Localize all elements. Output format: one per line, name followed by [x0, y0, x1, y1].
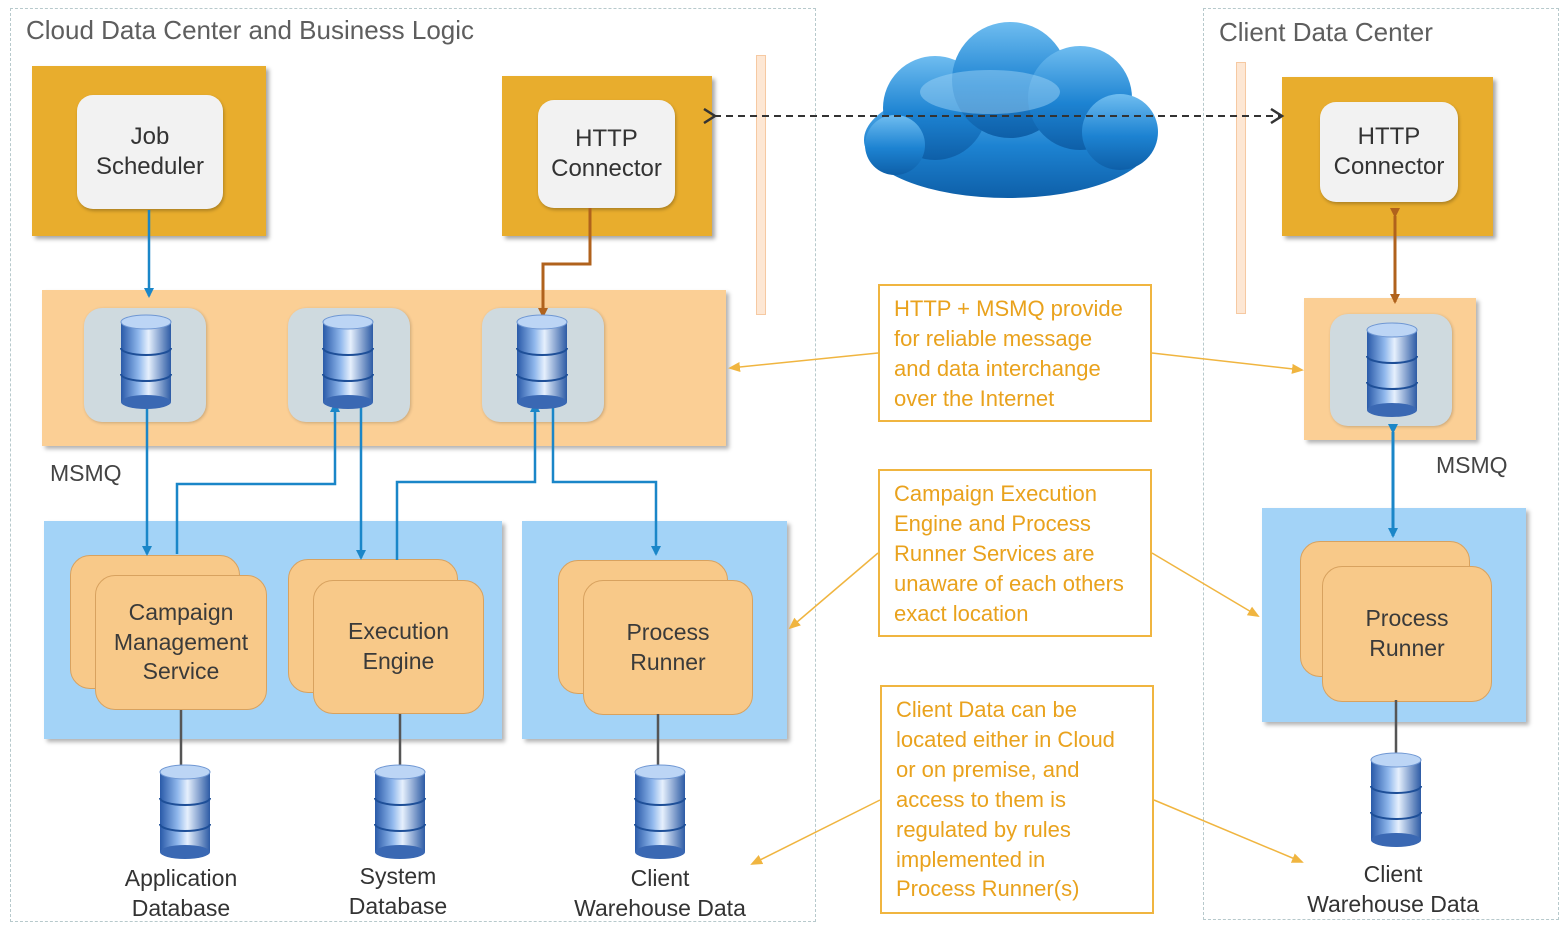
campaign-management-service: Campaign Management Service — [95, 575, 267, 710]
note2-pointer-left — [788, 552, 879, 630]
database-icon — [1370, 752, 1422, 848]
client-warehouse-cloud-label: Client Warehouse Data — [574, 865, 746, 921]
note-reliable-messaging: HTTP + MSMQ provide for reliable message… — [878, 284, 1152, 422]
note1-pointer-left — [728, 352, 879, 372]
database-icon — [516, 314, 568, 410]
connector-engine-to-msmq — [395, 402, 540, 560]
note-location-unaware: Campaign Execution Engine and Process Ru… — [878, 469, 1152, 637]
cloud-data-center-region — [10, 8, 816, 922]
msmq-cloud-label: MSMQ — [50, 460, 122, 486]
note2-pointer-right — [1151, 552, 1260, 618]
client-boundary-bar — [1236, 62, 1246, 314]
system-database-label: System Database — [348, 863, 448, 919]
note3-pointer-right — [1153, 799, 1304, 863]
http-connector-cloud-node: HTTP Connector — [538, 100, 675, 208]
database-icon — [634, 764, 686, 860]
cloud-icon — [864, 22, 1158, 198]
http-connector-client-node: HTTP Connector — [1320, 102, 1458, 202]
application-database-label: Application Database — [124, 865, 238, 921]
cloud-boundary-bar — [756, 55, 766, 315]
execution-engine: Execution Engine — [313, 580, 484, 714]
client-warehouse-client-label: Client Warehouse Data — [1307, 861, 1479, 917]
process-runner-client: Process Runner — [1322, 566, 1492, 702]
cloud-data-center-title: Cloud Data Center and Business Logic — [26, 15, 475, 45]
note1-pointer-right — [1151, 352, 1304, 374]
connector-msmq-runner — [548, 396, 661, 556]
process-runner-cloud: Process Runner — [583, 580, 753, 715]
msmq-client-label: MSMQ — [1436, 452, 1508, 478]
database-icon — [120, 314, 172, 410]
connector-http-to-msmq — [538, 208, 592, 318]
job-scheduler-node: Job Scheduler — [77, 95, 223, 209]
note3-pointer-left — [750, 799, 881, 865]
database-icon — [374, 764, 426, 860]
client-data-center-title: Client Data Center — [1219, 17, 1433, 47]
client-data-center-region — [1203, 8, 1559, 920]
note-client-data-location: Client Data can be located either in Clo… — [880, 685, 1154, 914]
connector-campaign-to-msmq — [175, 402, 340, 554]
database-icon — [322, 314, 374, 410]
database-icon — [159, 764, 211, 860]
database-icon — [1366, 322, 1418, 418]
